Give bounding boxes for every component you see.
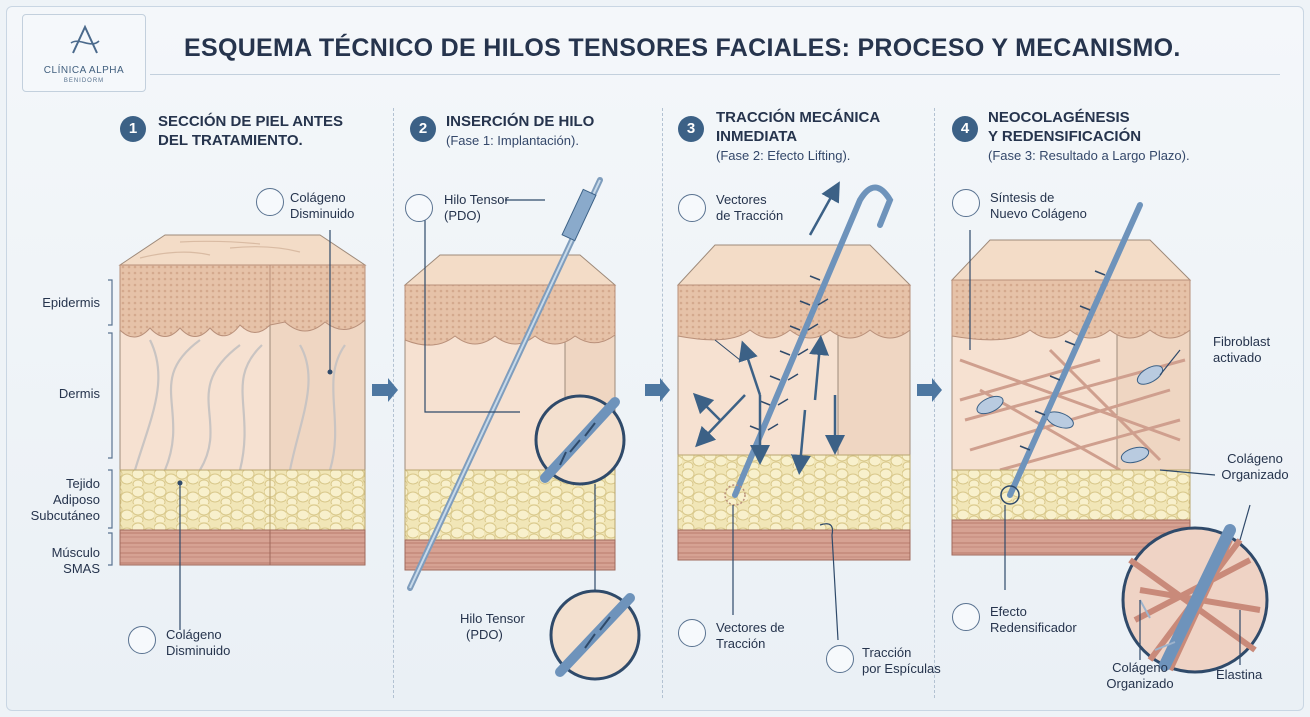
label-vectores-top: Vectores	[716, 192, 767, 207]
panel-divider	[934, 108, 936, 698]
step-title-1-line1: SECCIÓN DE PIEL ANTES	[158, 113, 344, 130]
vectors-icon	[678, 619, 706, 647]
label-elastina: Elastina	[1216, 667, 1263, 682]
step-subtitle-2: (Fase 1: Implantación).	[446, 133, 579, 148]
label-fibroblast-2: activado	[1213, 350, 1262, 365]
label-hilo-tensor-top: Hilo Tensor	[444, 192, 509, 207]
logo-name: CLÍNICA ALPHA	[43, 65, 125, 76]
label-vectores-bottom: Vectores de	[716, 620, 785, 635]
step-subtitle-3: (Fase 2: Efecto Lifting).	[716, 148, 851, 163]
skin-block-4	[950, 202, 1269, 674]
label-fibroblast: Fibroblast	[1213, 334, 1271, 349]
layer-label-musculo: Músculo	[51, 545, 100, 560]
step-title-1-line2: DEL TRATAMIENTO.	[158, 132, 303, 149]
step-title-3-line2: INMEDIATA	[716, 128, 798, 145]
label-vectores-top-2: de Tracción	[716, 208, 784, 223]
label-sintesis: Síntesis de	[990, 190, 1055, 205]
label-colageno-organizado-bottom-2: Organizado	[1106, 676, 1174, 691]
skin-block-1	[118, 234, 367, 566]
label-colageno-organizado: Colágeno	[1227, 451, 1283, 466]
page-title: ESQUEMA TÉCNICO DE HILOS TENSORES FACIAL…	[184, 34, 1181, 62]
label-colageno-disminuido-bottom: Colágeno	[166, 627, 222, 642]
label-traccion-espiculas: Tracción	[862, 645, 912, 660]
clinic-logo: CLÍNICA ALPHA BENIDORM	[22, 14, 146, 92]
step-number-3: 3	[678, 116, 704, 142]
label-colageno-disminuido-top-2: Disminuido	[290, 206, 355, 221]
label-vectores-bottom-2: Tracción	[716, 636, 766, 651]
label-traccion-espiculas-2: por Espículas	[862, 661, 941, 676]
label-colageno-disminuido-top: Colágeno	[290, 190, 346, 205]
flow-arrow-icon	[917, 378, 942, 402]
step-number-1: 1	[120, 116, 146, 142]
label-hilo-tensor-bottom-2: (PDO)	[466, 627, 503, 642]
layer-label-smas: SMAS	[63, 561, 100, 576]
atom-icon	[952, 189, 980, 217]
spicule-icon	[826, 645, 854, 673]
step-title-4-line2: Y REDENSIFICACIÓN	[988, 128, 1142, 145]
label-efecto-redensificador-2: Redensificador	[990, 620, 1077, 635]
layer-label-adiposo: Adiposo	[53, 492, 100, 507]
vectors-icon	[678, 194, 706, 222]
label-sintesis-2: Nuevo Colágeno	[990, 206, 1087, 221]
step-number-4: 4	[952, 116, 978, 142]
label-hilo-tensor-bottom: Hilo Tensor	[460, 611, 525, 626]
label-efecto-redensificador: Efecto	[990, 604, 1027, 619]
title-bar: ESQUEMA TÉCNICO DE HILOS TENSORES FACIAL…	[150, 14, 1280, 75]
redensify-icon	[952, 603, 980, 631]
skin-block-3	[676, 181, 912, 641]
label-colageno-disminuido-bottom-2: Disminuido	[166, 643, 231, 658]
layer-label-tejido: Tejido	[66, 476, 100, 491]
flow-arrow-icon	[372, 378, 398, 402]
layer-label-subcutaneo: Subcutáneo	[30, 508, 100, 523]
step-number-2: 2	[410, 116, 436, 142]
alpha-logo-icon	[70, 24, 100, 54]
layer-label-dermis: Dermis	[58, 386, 100, 401]
step-subtitle-4: (Fase 3: Resultado a Largo Plazo).	[988, 148, 1190, 163]
label-colageno-organizado-2: Organizado	[1221, 467, 1289, 482]
step-title-3-line1: TRACCIÓN MECÁNICA	[716, 109, 881, 126]
panel-divider	[662, 108, 664, 698]
label-colageno-organizado-bottom: Colágeno	[1112, 660, 1168, 675]
step-title-2: INSERCIÓN DE HILO	[446, 113, 595, 130]
collagen-icon	[128, 626, 156, 654]
label-hilo-tensor-top-2: (PDO)	[444, 208, 481, 223]
collagen-icon	[256, 188, 284, 216]
step-title-4-line1: NEOCOLAGÉNESIS	[988, 109, 1130, 126]
logo-subtitle: BENIDORM	[63, 78, 105, 84]
panel-divider	[393, 108, 395, 698]
skin-block-2	[403, 177, 641, 681]
flow-arrow-icon	[645, 378, 670, 402]
layer-label-epidermis: Epidermis	[42, 295, 100, 310]
thread-icon	[405, 194, 433, 222]
